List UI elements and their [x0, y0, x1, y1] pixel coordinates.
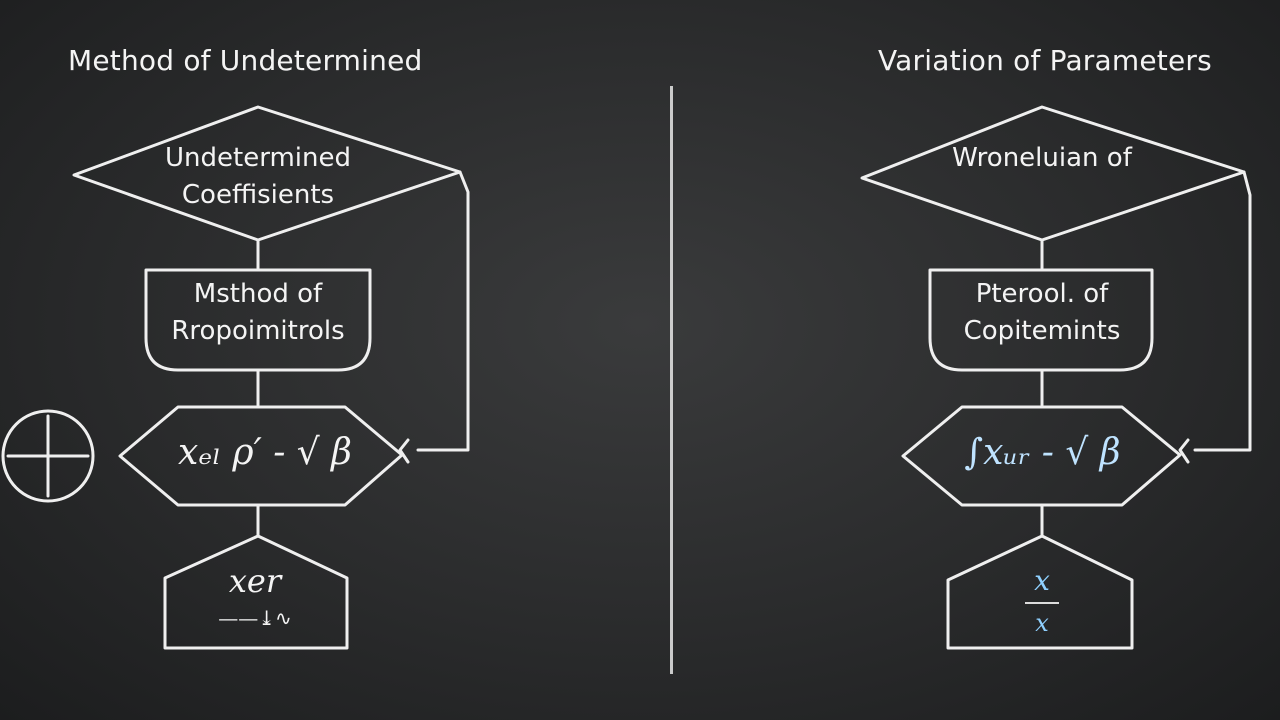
right-bottom-fraction: x x: [1010, 566, 1074, 636]
right-bottom-pentagon: [946, 534, 1134, 650]
left-bottom-squiggle: ——⤓∿: [218, 606, 292, 630]
circled-plus-icon: [1, 409, 95, 503]
right-expression-hexagon: [901, 405, 1182, 507]
fraction-numerator: x: [1034, 564, 1050, 597]
left-decision-label: Undetermined Coeffisients: [148, 140, 368, 214]
fraction-bar: [1025, 602, 1059, 604]
right-process-label: Pterool. of Copitemints: [932, 276, 1152, 350]
right-process-line2: Copitemints: [963, 316, 1121, 346]
left-process-label: Msthod of Rropoimitrols: [148, 276, 368, 350]
left-process-line1: Msthod of: [193, 279, 323, 309]
right-process-shield: [928, 268, 1154, 372]
fraction-denominator: x: [1035, 609, 1049, 637]
center-divider: [670, 86, 673, 674]
right-feedback-arrowhead: [1178, 438, 1190, 464]
right-feedback-line: [1193, 170, 1252, 452]
left-hex-expression: xₑₗ ρ′ - √ β: [177, 432, 352, 473]
right-title: Variation of Parameters: [878, 44, 1212, 77]
left-process-line2: Rropoimitrols: [171, 316, 345, 346]
left-decision-line1: Undetermined: [165, 143, 351, 173]
left-bottom-expression: xer: [228, 562, 282, 600]
left-feedback-line: [416, 170, 470, 452]
right-decision-label: Wroneluian of: [952, 143, 1132, 173]
right-hex-expression: ∫xᵤᵣ - √ β: [964, 432, 1121, 473]
right-process-line1: Pterool. of: [975, 279, 1109, 309]
left-decision-line2: Coeffisients: [181, 180, 335, 210]
left-title: Method of Undetermined: [68, 44, 423, 77]
left-process-shield: [144, 268, 372, 372]
left-feedback-arrowhead: [398, 438, 410, 464]
left-bottom-pentagon: [163, 534, 349, 650]
